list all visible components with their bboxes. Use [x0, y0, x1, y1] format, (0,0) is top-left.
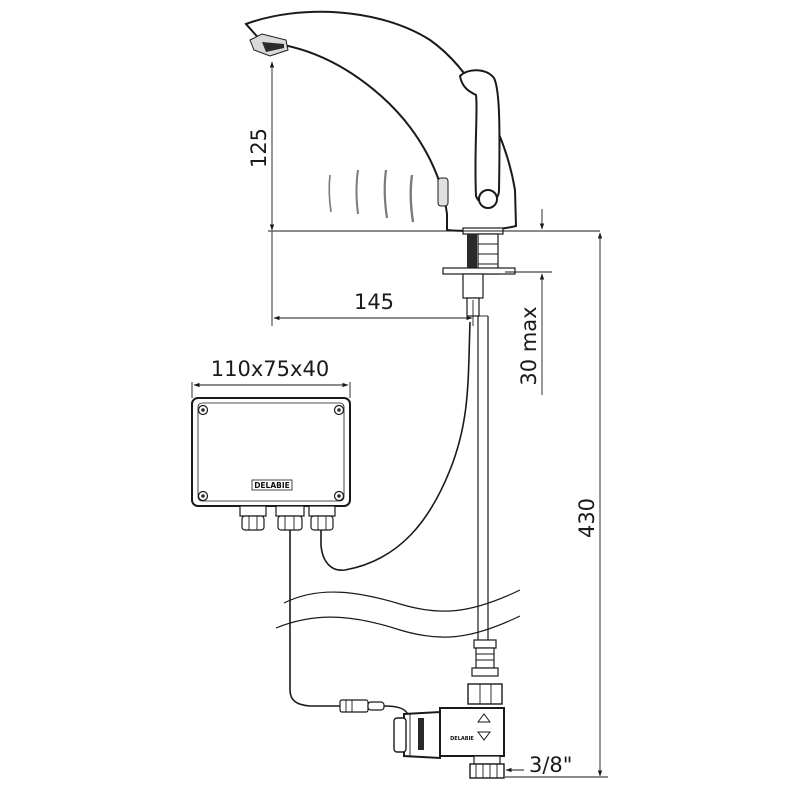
dimension-thread: 3/8": [505, 753, 572, 777]
label-110x75x40: 110x75x40: [211, 357, 329, 381]
cable-glands: [239, 505, 336, 531]
solenoid-valve: DELABIE: [393, 639, 505, 779]
label-430: 430: [575, 498, 599, 538]
label-30-max: 30 max: [517, 306, 541, 385]
dimension-box-size: 110x75x40: [191, 357, 351, 398]
label-125: 125: [247, 128, 271, 168]
dimension-deck-thickness: 30 max: [505, 209, 552, 395]
label-145: 145: [354, 290, 394, 314]
dimension-total-length: 430: [505, 232, 608, 778]
solenoid-cable: [289, 530, 340, 707]
mounting-shank: [442, 227, 516, 640]
label-thread: 3/8": [529, 753, 572, 777]
sensor-cable: [320, 321, 471, 571]
cable-connector: [339, 699, 411, 721]
valve-logo: DELABIE: [450, 736, 474, 742]
box-logo: DELABIE: [254, 481, 290, 490]
faucet-spout: [244, 10, 518, 232]
control-box: DELABIE: [191, 397, 351, 507]
dimension-spout-reach: 145: [271, 231, 474, 326]
break-lines: [275, 589, 521, 638]
dimension-spout-height: 125: [247, 61, 600, 232]
